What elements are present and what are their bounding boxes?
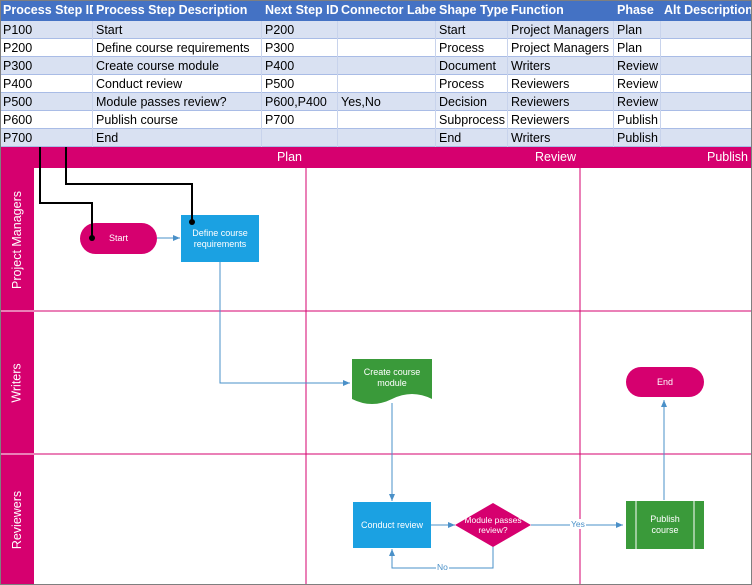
cell-shape-type[interactable]: Process: [436, 39, 508, 57]
link-dot-define: [189, 219, 195, 225]
cell-next-step[interactable]: P200: [262, 21, 338, 39]
cell-shape-type[interactable]: Process: [436, 75, 508, 93]
cell-connector-label[interactable]: Yes,No: [338, 93, 436, 111]
cell-phase[interactable]: Publish: [614, 129, 661, 147]
cell-alt-description[interactable]: [661, 75, 752, 93]
col-header-description[interactable]: Process Step Description: [93, 0, 262, 21]
cell-alt-description[interactable]: [661, 129, 752, 147]
link-line-p100-start: [39, 147, 93, 238]
start-node[interactable]: Start: [108, 233, 128, 243]
table-row[interactable]: P700 End End Writers Publish: [0, 129, 752, 147]
cell-alt-description[interactable]: [661, 39, 752, 57]
cell-function[interactable]: Project Managers: [508, 21, 614, 39]
cell-description[interactable]: Define course requirements: [93, 39, 262, 57]
cell-alt-description[interactable]: [661, 93, 752, 111]
table-row[interactable]: P100 Start P200 Start Project Managers P…: [0, 21, 752, 39]
phase-header-review[interactable]: Review: [306, 147, 580, 168]
cell-description[interactable]: Create course module: [93, 57, 262, 75]
cell-step-id[interactable]: P300: [0, 57, 93, 75]
selected-row-outline: [0, 21, 752, 39]
cell-step-id[interactable]: P600: [0, 111, 93, 129]
end-shape: [626, 367, 704, 397]
decision-shape: [455, 503, 531, 547]
cell-step-id[interactable]: P200: [0, 39, 93, 57]
connector-label-yes: Yes: [570, 519, 586, 529]
link-dot-start: [89, 235, 95, 241]
cell-next-step[interactable]: P700: [262, 111, 338, 129]
define-requirements-node[interactable]: Define course requirements: [192, 227, 248, 249]
col-header-process-step-id[interactable]: Process Step ID: [0, 0, 98, 21]
cell-shape-type[interactable]: Document: [436, 57, 508, 75]
cell-description[interactable]: Publish course: [93, 111, 262, 129]
conduct-shape: [353, 502, 431, 548]
cell-alt-description[interactable]: [661, 111, 752, 129]
flowchart-shapes: [39, 147, 704, 569]
cell-connector-label[interactable]: [338, 111, 436, 129]
conduct-review-node[interactable]: Conduct review: [360, 519, 424, 530]
cell-next-step[interactable]: P500: [262, 75, 338, 93]
cell-phase[interactable]: Review: [614, 75, 661, 93]
cell-connector-label[interactable]: [338, 75, 436, 93]
cell-phase[interactable]: Publish: [614, 111, 661, 129]
cell-shape-type[interactable]: End: [436, 129, 508, 147]
phase-header-publish[interactable]: Publish: [580, 147, 752, 168]
create-module-node[interactable]: Create course module: [363, 367, 421, 388]
cell-step-id[interactable]: P700: [0, 129, 93, 147]
table-row[interactable]: P600 Publish course P700 Subprocess Revi…: [0, 111, 752, 129]
cell-step-id[interactable]: P400: [0, 75, 93, 93]
cell-function[interactable]: Reviewers: [508, 111, 614, 129]
cell-connector-label[interactable]: [338, 21, 436, 39]
cell-phase[interactable]: Review: [614, 93, 661, 111]
cell-shape-type[interactable]: Subprocess: [436, 111, 508, 129]
start-shape: [80, 223, 157, 254]
cell-phase[interactable]: Plan: [614, 39, 661, 57]
cell-next-step[interactable]: P400: [262, 57, 338, 75]
cell-next-step[interactable]: [262, 129, 338, 147]
publish-course-node[interactable]: Publish course: [650, 514, 680, 535]
cell-description[interactable]: Start: [93, 21, 262, 39]
cell-phase[interactable]: Plan: [614, 21, 661, 39]
connector-define-to-create: [219, 262, 350, 386]
process-data-table: Process Step ID Process Step Description…: [0, 0, 752, 148]
cell-description[interactable]: Conduct review: [93, 75, 262, 93]
link-line-p200-define: [65, 147, 193, 222]
cell-function[interactable]: Reviewers: [508, 93, 614, 111]
cell-phase[interactable]: Review: [614, 57, 661, 75]
cell-description[interactable]: End: [93, 129, 262, 147]
create-shape: [352, 359, 432, 404]
cell-function[interactable]: Writers: [508, 57, 614, 75]
col-header-next-step-id[interactable]: Next Step ID: [262, 0, 339, 21]
table-row[interactable]: P400 Conduct review P500 Process Reviewe…: [0, 75, 752, 93]
end-node[interactable]: End: [656, 376, 673, 387]
publish-shape: [626, 501, 704, 549]
phase-header-plan[interactable]: Plan: [0, 147, 306, 168]
cell-step-id[interactable]: P100: [0, 21, 93, 39]
cell-description[interactable]: Module passes review?: [93, 93, 262, 111]
cell-function[interactable]: Reviewers: [508, 75, 614, 93]
cell-shape-type[interactable]: Decision: [436, 93, 508, 111]
cell-step-id[interactable]: P500: [0, 93, 93, 111]
col-header-phase[interactable]: Phase: [614, 0, 661, 21]
col-header-shape-type[interactable]: Shape Type: [436, 0, 508, 21]
cell-connector-label[interactable]: [338, 39, 436, 57]
decision-node[interactable]: Module passes review?: [464, 515, 522, 535]
cell-shape-type[interactable]: Start: [436, 21, 508, 39]
col-header-function[interactable]: Function: [508, 0, 614, 21]
cross-functional-flowchart: Plan Review Publish Project Managers Wri…: [0, 147, 752, 585]
table-row[interactable]: P300 Create course module P400 Document …: [0, 57, 752, 75]
connector-label-no: No: [436, 562, 449, 572]
lane-header-bar: [0, 168, 34, 585]
cell-connector-label[interactable]: [338, 57, 436, 75]
col-header-connector-label[interactable]: Connector Label: [338, 0, 440, 21]
cell-alt-description[interactable]: [661, 57, 752, 75]
table-row[interactable]: P200 Define course requirements P300 Pro…: [0, 39, 752, 57]
table-row[interactable]: P500 Module passes review? P600,P400 Yes…: [0, 93, 752, 111]
col-header-alt-description[interactable]: Alt Description: [661, 0, 752, 21]
cell-connector-label[interactable]: [338, 129, 436, 147]
cell-function[interactable]: Writers: [508, 129, 614, 147]
cell-function[interactable]: Project Managers: [508, 39, 614, 57]
cell-next-step[interactable]: P600,P400: [262, 93, 338, 111]
cell-next-step[interactable]: P300: [262, 39, 338, 57]
